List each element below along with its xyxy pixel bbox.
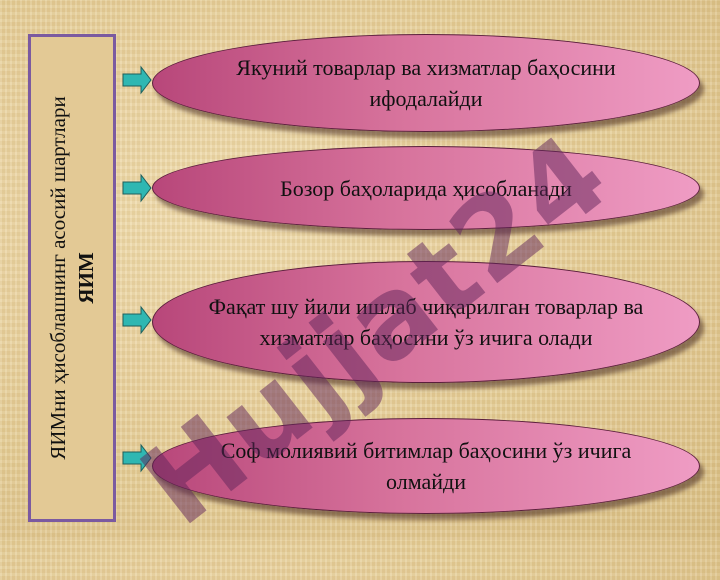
condition-item-1-text: Якуний товарлар ва хизматлар баҳосини иф… [236,55,616,111]
arrow-icon [122,65,152,95]
side-panel-title: ЯИМни ҳисоблашнинг асосий шартлари [46,96,70,460]
arrow-icon [122,443,152,473]
condition-item-3-text: Фақат шу йили ишлаб чиқарилган товарлар … [208,294,644,350]
arrow-icon [122,305,152,335]
condition-item-4-text: Соф молиявий битимлар баҳосини ўз ичига … [220,438,632,494]
side-panel-text: ЯИМни ҳисоблашнинг асосий шартлари ЯИМ [44,38,100,518]
condition-item-2: Бозор баҳоларида ҳисобланади [152,146,700,230]
arrow-icon [122,173,152,203]
slide: ЯИМни ҳисоблашнинг асосий шартлари ЯИМ Я… [28,34,700,551]
condition-item-4: Соф молиявий битимлар баҳосини ўз ичига … [152,418,700,514]
condition-item-2-text: Бозор баҳоларида ҳисобланади [280,175,572,201]
side-panel-subtitle: ЯИМ [74,252,98,304]
condition-item-1: Якуний товарлар ва хизматлар баҳосини иф… [152,34,700,132]
condition-item-3: Фақат шу йили ишлаб чиқарилган товарлар … [152,261,700,383]
side-panel: ЯИМни ҳисоблашнинг асосий шартлари ЯИМ [28,34,116,522]
